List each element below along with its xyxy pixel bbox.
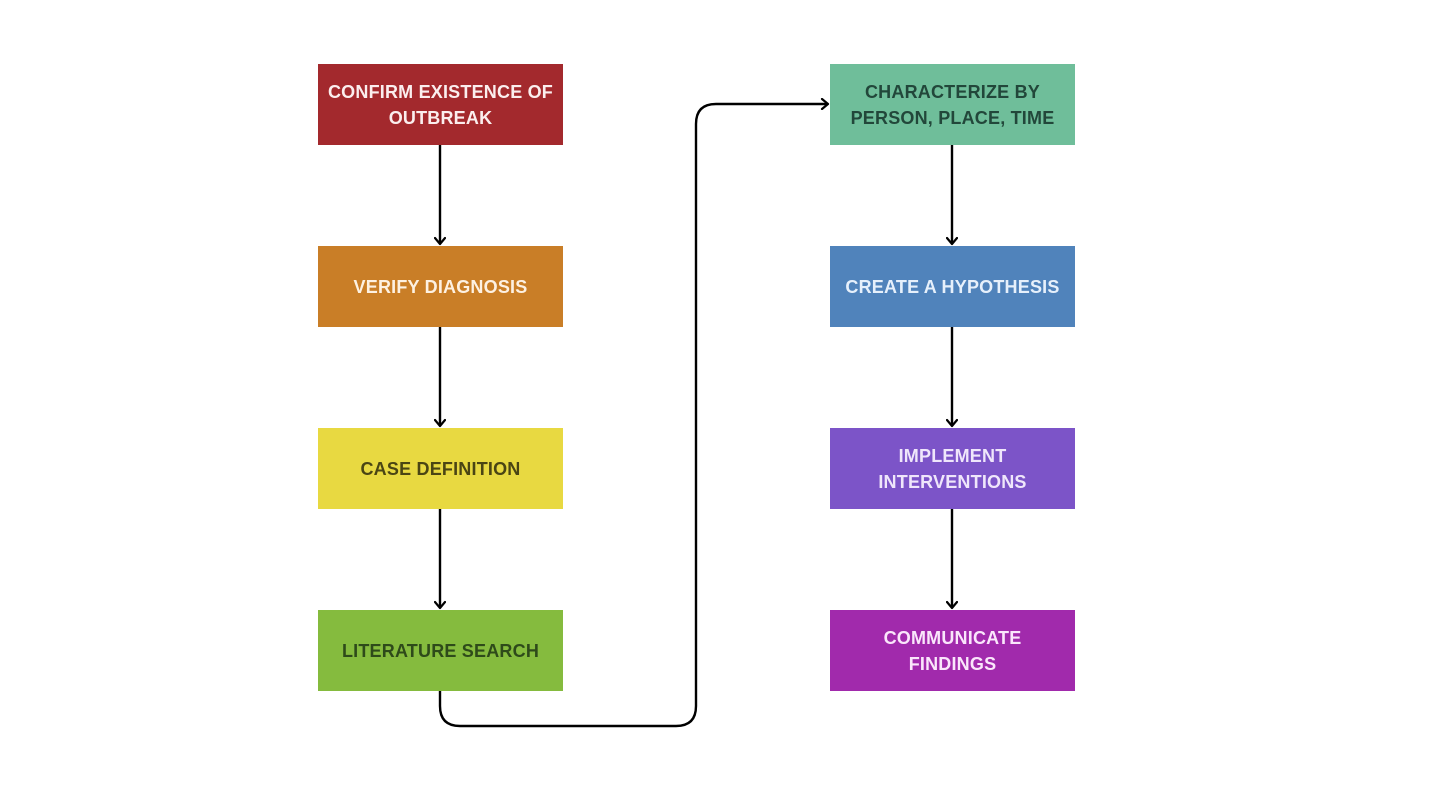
step-communicate-findings-label: COMMUNICATE FINDINGS xyxy=(883,627,1022,674)
step-case-definition: CASE DEFINITION xyxy=(318,428,563,509)
step-verify-diagnosis-label: VERIFY DIAGNOSIS xyxy=(353,276,528,297)
step-verify-diagnosis: VERIFY DIAGNOSIS xyxy=(318,246,563,327)
step-confirm-outbreak: CONFIRM EXISTENCE OF OUTBREAK xyxy=(318,64,563,145)
step-create-hypothesis: CREATE A HYPOTHESIS xyxy=(830,246,1075,327)
step-create-hypothesis-label: CREATE A HYPOTHESIS xyxy=(845,276,1060,297)
step-confirm-outbreak-label: CONFIRM EXISTENCE OF OUTBREAK xyxy=(327,81,553,128)
step-case-definition-label: CASE DEFINITION xyxy=(360,458,521,479)
step-literature-search: LITERATURE SEARCH xyxy=(318,610,563,691)
step-literature-search-label: LITERATURE SEARCH xyxy=(341,640,540,661)
step-characterize: CHARACTERIZE BY PERSON, PLACE, TIME xyxy=(830,64,1075,145)
step-characterize-label: CHARACTERIZE BY PERSON, PLACE, TIME xyxy=(850,81,1055,128)
step-communicate-findings: COMMUNICATE FINDINGS xyxy=(830,610,1075,691)
step-implement-interventions: IMPLEMENT INTERVENTIONS xyxy=(830,428,1075,509)
step-implement-interventions-label: IMPLEMENT INTERVENTIONS xyxy=(878,445,1027,492)
arrow-s4-to-s5 xyxy=(438,104,828,728)
